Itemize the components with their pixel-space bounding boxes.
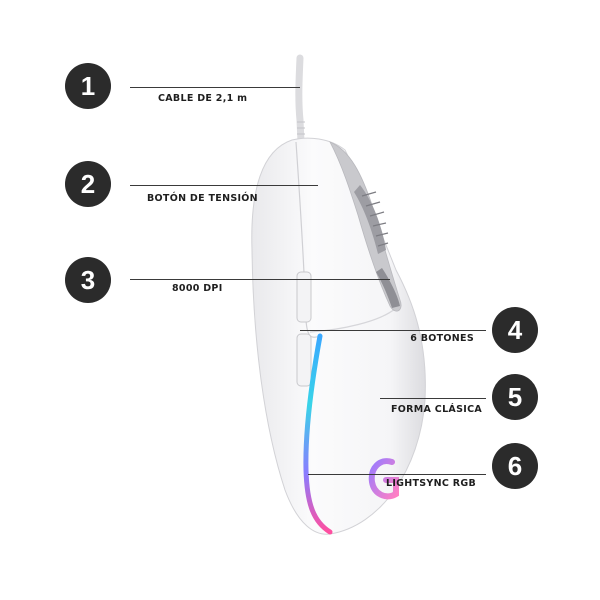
leader-line-3 bbox=[130, 279, 390, 280]
leader-line-1 bbox=[130, 87, 300, 88]
callout-badge-3: 3 bbox=[65, 257, 111, 303]
dpi-button bbox=[376, 268, 400, 308]
callout-badge-5: 5 bbox=[492, 374, 538, 420]
rgb-light-strip bbox=[303, 333, 333, 535]
callout-label-3: 8000 DPI bbox=[172, 283, 223, 294]
callout-label-5: FORMA CLÁSICA bbox=[391, 404, 482, 415]
logo-g-icon bbox=[368, 458, 399, 500]
callout-label-6: LIGHTSYNC RGB bbox=[385, 478, 476, 489]
callout-badge-1: 1 bbox=[65, 63, 111, 109]
callout-badge-4: 4 bbox=[492, 307, 538, 353]
cable bbox=[295, 54, 305, 146]
scroll-wheel bbox=[354, 185, 386, 254]
side-button-back bbox=[296, 333, 312, 387]
side-button-forward bbox=[296, 271, 312, 323]
callout-label-4: 6 BOTONES bbox=[410, 333, 474, 344]
leader-line-4 bbox=[300, 330, 486, 331]
leader-line-5 bbox=[380, 398, 486, 399]
callout-badge-6: 6 bbox=[492, 443, 538, 489]
leader-line-2 bbox=[130, 185, 318, 186]
leader-line-6 bbox=[308, 474, 486, 475]
callout-badge-2: 2 bbox=[65, 161, 111, 207]
callout-label-1: CABLE DE 2,1 m bbox=[158, 93, 248, 104]
callout-label-2: BOTÓN DE TENSIÓN bbox=[147, 193, 258, 204]
